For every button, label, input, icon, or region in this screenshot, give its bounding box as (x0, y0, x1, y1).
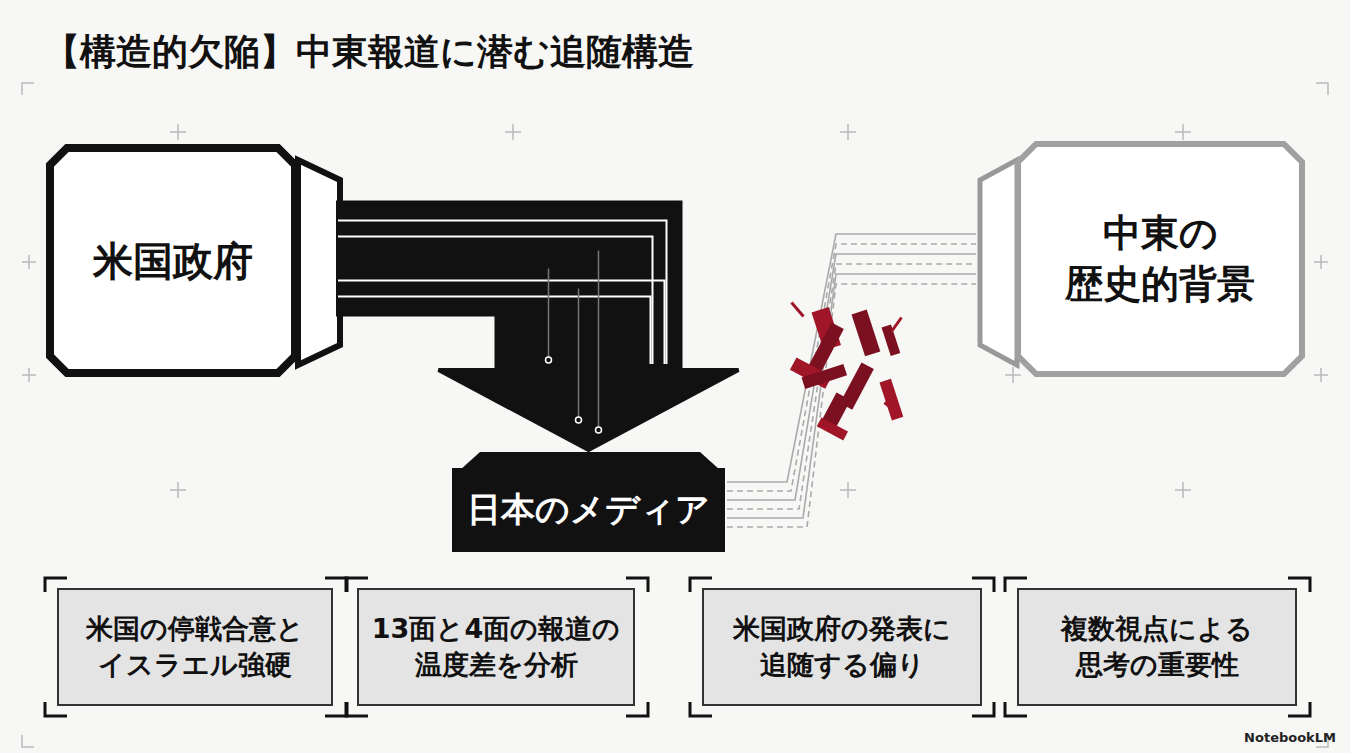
connector (727, 234, 976, 527)
point-box: 13面と4面の報道の 温度差を分析 (357, 588, 635, 706)
watermark: NotebookLM (1244, 730, 1336, 745)
node-text: 米国政府 (93, 234, 253, 288)
node-text: 複数視点による 思考の重要性 (1033, 611, 1281, 684)
point-box: 米国政府の発表に 追随する偏り (702, 588, 982, 706)
actor-box: 米国政府 (45, 143, 300, 378)
corner-brackets (45, 578, 1310, 716)
octagon-outline (1014, 140, 1306, 378)
cross-marks (22, 83, 1328, 747)
connector-piece (980, 160, 1017, 365)
node-text: 米国政府の発表に 追随する偏り (718, 611, 966, 684)
node-text: 米国の停戦合意と イスラエル強硬 (73, 611, 317, 684)
node-text: 13面と4面の報道の 温度差を分析 (372, 611, 620, 684)
title: 【構造的欠陥】中東報道に潜む追随構造 (44, 28, 694, 77)
point-box: 複数視点による 思考の重要性 (1017, 588, 1297, 706)
connector-piece (298, 160, 340, 365)
node-text: 中東の 歴史的背景 (1028, 208, 1292, 311)
node-text: 日本のメディア (467, 487, 710, 533)
context-box: 中東の 歴史的背景 (1014, 140, 1306, 378)
point-box: 米国の停戦合意と イスラエル強硬 (57, 588, 333, 706)
media-box: 日本のメディア (452, 468, 725, 552)
connector (338, 203, 739, 451)
